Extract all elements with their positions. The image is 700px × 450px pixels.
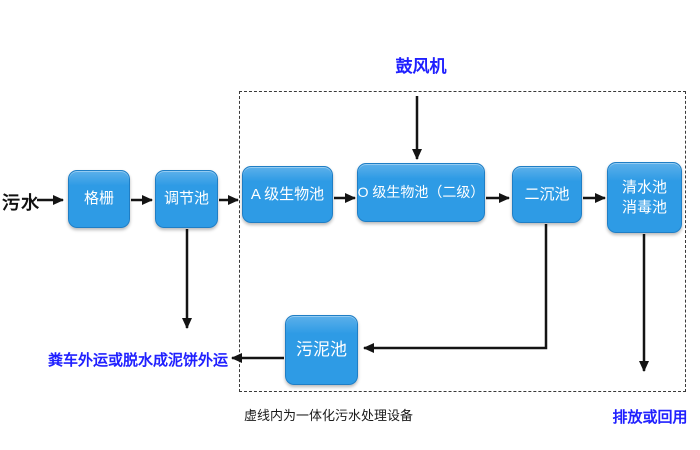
- discharge-label: 排放或回用: [612, 409, 688, 426]
- node-o-bio-tank-label: O 级生物池（二级）: [357, 184, 485, 201]
- node-secondary-sedimentation-tank: 二沉池: [512, 166, 582, 223]
- node-regulating-tank: 调节池: [155, 170, 218, 228]
- node-clear-water-disinfection-tank: 清水池 消毒池: [607, 162, 682, 233]
- node-a-bio-tank: A 级生物池: [242, 166, 333, 223]
- node-a-bio-tank-label: A 级生物池: [250, 185, 325, 203]
- sludge-disposal-label: 粪车外运或脱水成泥饼外运: [48, 352, 229, 369]
- node-clear-water-line1: 清水池: [621, 179, 667, 196]
- node-sludge-tank-label: 污泥池: [296, 339, 347, 359]
- node-sludge-tank: 污泥池: [285, 315, 358, 385]
- node-clear-water-line2: 消毒池: [621, 198, 667, 216]
- dashed-box-caption: 虚线内为一体化污水处理设备: [244, 408, 414, 423]
- node-grid: 格栅: [68, 170, 130, 228]
- wastewater-label: 污水: [2, 193, 40, 213]
- blower-label: 鼓风机: [395, 57, 447, 76]
- node-grid-label: 格栅: [83, 190, 114, 208]
- node-o-bio-tank: O 级生物池（二级）: [357, 163, 485, 222]
- integrated-equipment-boundary: [239, 91, 686, 392]
- node-secondary-sedimentation-label: 二沉池: [524, 185, 570, 203]
- node-regulating-tank-label: 调节池: [163, 190, 209, 208]
